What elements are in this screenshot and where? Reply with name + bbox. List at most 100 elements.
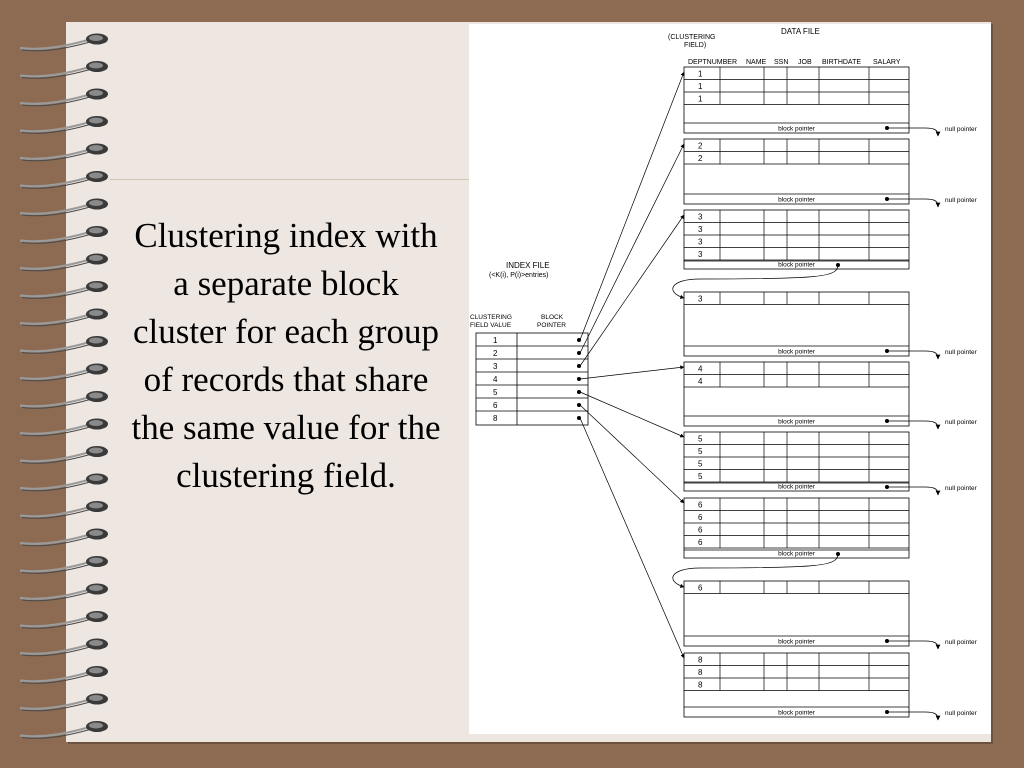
block-pointer-dot: [885, 710, 889, 714]
block-pointer-label: block pointer: [778, 551, 816, 558]
index-pointer-dot: [577, 364, 581, 368]
record-dept-value: 6: [698, 513, 703, 522]
spiral-wire-shadow: [21, 619, 91, 629]
index-link-arrow: [579, 143, 685, 354]
index-header-clustering-line2: FIELD VALUE: [470, 322, 512, 329]
spiral-wire: [19, 231, 89, 243]
block-pointer-label: block pointer: [778, 197, 816, 204]
spiral-wire-shadow: [21, 289, 91, 299]
block-pointer-label: block pointer: [778, 639, 816, 646]
column-headers: DEPTNUMBER NAME SSN JOB BIRTHDATE SALARY: [688, 59, 901, 66]
null-pointer-arrow: [889, 127, 941, 137]
spiral-binding: [19, 33, 108, 739]
column-header: DEPTNUMBER: [688, 59, 737, 66]
record-dept-value: 6: [698, 538, 703, 547]
spiral-ring: [89, 392, 103, 399]
index-pointer-dot: [577, 338, 581, 342]
index-header-clustering-line1: CLUSTERING: [470, 314, 512, 321]
spiral-wire-shadow: [21, 674, 91, 684]
spiral-ring: [89, 145, 103, 151]
spiral-wire-shadow: [21, 564, 91, 574]
column-header: SSN: [774, 59, 788, 66]
index-value: 3: [493, 362, 498, 371]
index-value: 1: [493, 336, 498, 345]
spiral-wire: [19, 726, 89, 738]
record-dept-value: 6: [698, 526, 703, 535]
null-pointer-label: null pointer: [945, 197, 978, 204]
index-value: 5: [493, 388, 498, 397]
null-pointer-arrow: [889, 711, 941, 721]
spiral-wire: [19, 698, 89, 710]
spiral-wire-shadow: [21, 124, 91, 134]
spiral-wire: [19, 616, 89, 628]
spiral-ring: [89, 667, 103, 674]
data-file-title: DATA FILE: [781, 27, 820, 36]
column-header: BIRTHDATE: [822, 59, 861, 66]
spiral-wire: [19, 148, 89, 160]
record-dept-value: 3: [698, 295, 703, 304]
index-value: 2: [493, 349, 498, 358]
record-dept-value: 8: [698, 681, 703, 690]
spiral-ring: [89, 255, 103, 261]
record-dept-value: 2: [698, 142, 703, 151]
spiral-ring: [89, 35, 103, 41]
spiral-wire: [19, 368, 89, 380]
spiral-ring: [89, 447, 103, 454]
index-link-arrow: [579, 417, 685, 659]
spiral-ring: [89, 695, 103, 701]
clustering-field-note-line2: FIELD): [684, 42, 706, 49]
spiral-wire-shadow: [21, 179, 91, 189]
spiral-wire: [19, 643, 89, 655]
spiral-wire: [19, 258, 89, 270]
null-pointer-label: null pointer: [945, 126, 978, 133]
spiral-ring: [89, 200, 103, 206]
index-link-arrow: [579, 391, 685, 438]
index-value: 6: [493, 401, 498, 410]
index-file-subtitle: (<K(i), P(i)>entries): [489, 272, 549, 279]
record-dept-value: 5: [698, 447, 703, 456]
spiral-wire-shadow: [21, 234, 91, 244]
data-block: [683, 652, 910, 718]
spiral-wire-shadow: [21, 316, 91, 327]
column-header: JOB: [798, 59, 812, 66]
spiral-wire-shadow: [21, 536, 91, 547]
null-pointer-arrow: [889, 486, 941, 496]
spiral-wire-shadow: [21, 261, 91, 272]
data-block: [683, 138, 910, 205]
index-pointer-dot: [577, 351, 581, 355]
block-pointer-label: block pointer: [778, 126, 816, 133]
null-pointer-label: null pointer: [945, 639, 978, 646]
index-link-arrow: [579, 214, 685, 367]
spiral-wire-shadow: [21, 646, 91, 657]
spiral-wire-shadow: [21, 151, 91, 162]
record-dept-value: 4: [698, 365, 703, 374]
index-link-arrow: [579, 71, 685, 341]
block-pointer-label: block pointer: [778, 349, 816, 356]
spiral-ring: [89, 337, 103, 344]
record-dept-value: 3: [698, 225, 703, 234]
data-block: [683, 580, 910, 647]
spiral-wire: [19, 396, 89, 408]
record-dept-value: 8: [698, 668, 703, 677]
overflow-block-link: [672, 553, 839, 588]
record-dept-value: 3: [698, 213, 703, 222]
null-pointer-label: null pointer: [945, 419, 978, 426]
data-block: [683, 291, 910, 357]
spiral-ring: [89, 310, 103, 316]
spiral-ring: [89, 530, 103, 536]
spiral-wire: [19, 38, 89, 50]
block-pointer-label: block pointer: [778, 262, 816, 269]
spiral-ring: [89, 502, 103, 509]
spiral-wire: [19, 561, 89, 573]
index-link-arrow: [579, 404, 685, 504]
record-dept-value: 1: [698, 82, 703, 91]
pointer-links: [579, 71, 839, 659]
spiral-wire: [19, 176, 89, 188]
spiral-wire: [19, 341, 89, 353]
column-header: SALARY: [873, 59, 901, 66]
spiral-ring: [89, 62, 103, 69]
data-block: [683, 209, 910, 270]
spiral-ring: [89, 722, 103, 729]
